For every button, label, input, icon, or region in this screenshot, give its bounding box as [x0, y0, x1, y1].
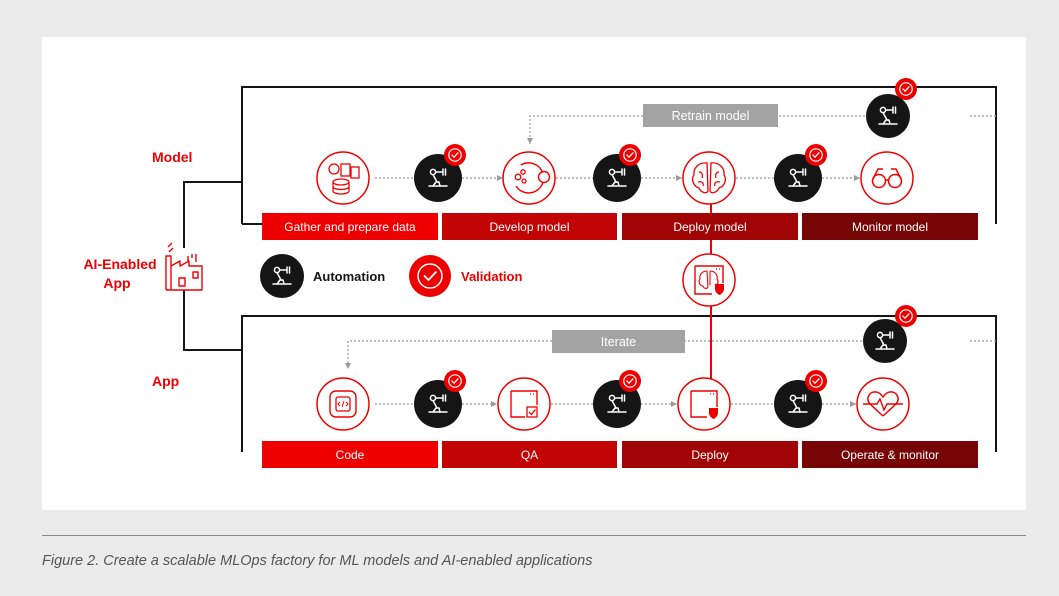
binoculars-icon	[860, 151, 914, 205]
model-validation-2	[618, 143, 642, 167]
stage-monitor-model	[802, 213, 978, 240]
deploy-shield-icon	[677, 377, 731, 431]
stage-operate-monitor	[802, 441, 978, 468]
factory-icon	[165, 242, 203, 291]
legend-validation-label: Validation	[461, 269, 522, 284]
app-validation-2	[618, 369, 642, 393]
app-validation-1	[443, 369, 467, 393]
ai-enabled-label: AI-Enabled	[83, 256, 156, 272]
app-label: App	[152, 373, 179, 389]
model-loop-bracket	[241, 86, 997, 225]
stage-label: Code	[336, 448, 365, 462]
stage-deploy-model	[622, 213, 798, 240]
retrain-model-label: Retrain model	[672, 109, 750, 123]
iterate-bar	[552, 330, 685, 353]
ai-app-connector	[183, 181, 242, 351]
model-monitor-automation	[866, 94, 910, 138]
develop-cycle-icon	[502, 151, 556, 205]
secure-model-icon	[682, 253, 736, 307]
data-icon	[316, 151, 370, 205]
stage-gather-data	[262, 213, 438, 240]
model-automation-3	[774, 154, 822, 202]
stage-label: QA	[521, 448, 538, 462]
stage-qa	[442, 441, 617, 468]
qa-check-icon	[497, 377, 551, 431]
app-monitor-automation	[863, 319, 907, 363]
iterate-feedback: Iterate	[345, 330, 996, 369]
stage-label: Monitor model	[852, 220, 928, 234]
heart-monitor-icon	[856, 377, 910, 431]
robot-arm-icon	[260, 254, 304, 298]
retrain-model-bar	[643, 104, 778, 127]
retrain-feedback: Retrain model	[527, 104, 996, 144]
iterate-label: Iterate	[601, 335, 636, 349]
stage-deploy	[622, 441, 798, 468]
figure-caption: Figure 2. Create a scalable MLOps factor…	[42, 553, 593, 569]
model-validation-1	[443, 143, 467, 167]
model-label: Model	[152, 149, 192, 165]
model-automation-1	[414, 154, 462, 202]
stage-label: Deploy model	[673, 220, 746, 234]
legend-automation-label: Automation	[313, 269, 385, 284]
checkmark-badge-icon	[409, 255, 451, 297]
app-automation-1	[414, 380, 462, 428]
ai-app-label: App	[103, 275, 130, 291]
app-validation-3	[804, 369, 828, 393]
model-monitor-validation	[894, 77, 918, 101]
caption-divider	[42, 535, 1026, 536]
stage-label: Develop model	[489, 220, 569, 234]
app-loop-bracket	[241, 315, 997, 452]
legend-validation: Validation	[409, 255, 522, 297]
stage-label: Deploy	[691, 448, 728, 462]
code-icon	[316, 377, 370, 431]
model-validation-3	[804, 143, 828, 167]
brain-icon	[682, 151, 736, 205]
stage-label: Gather and prepare data	[284, 220, 416, 234]
app-automation-2	[593, 380, 641, 428]
stage-code	[262, 441, 438, 468]
stage-label: Operate & monitor	[841, 448, 939, 462]
app-automation-3	[774, 380, 822, 428]
app-stages: Code QA Deploy Operate & monitor	[262, 441, 978, 468]
model-stages: Gather and prepare data Develop model De…	[262, 213, 978, 240]
model-automation-2	[593, 154, 641, 202]
legend-automation: Automation	[260, 254, 385, 298]
app-monitor-validation	[894, 304, 918, 328]
stage-develop-model	[442, 213, 617, 240]
